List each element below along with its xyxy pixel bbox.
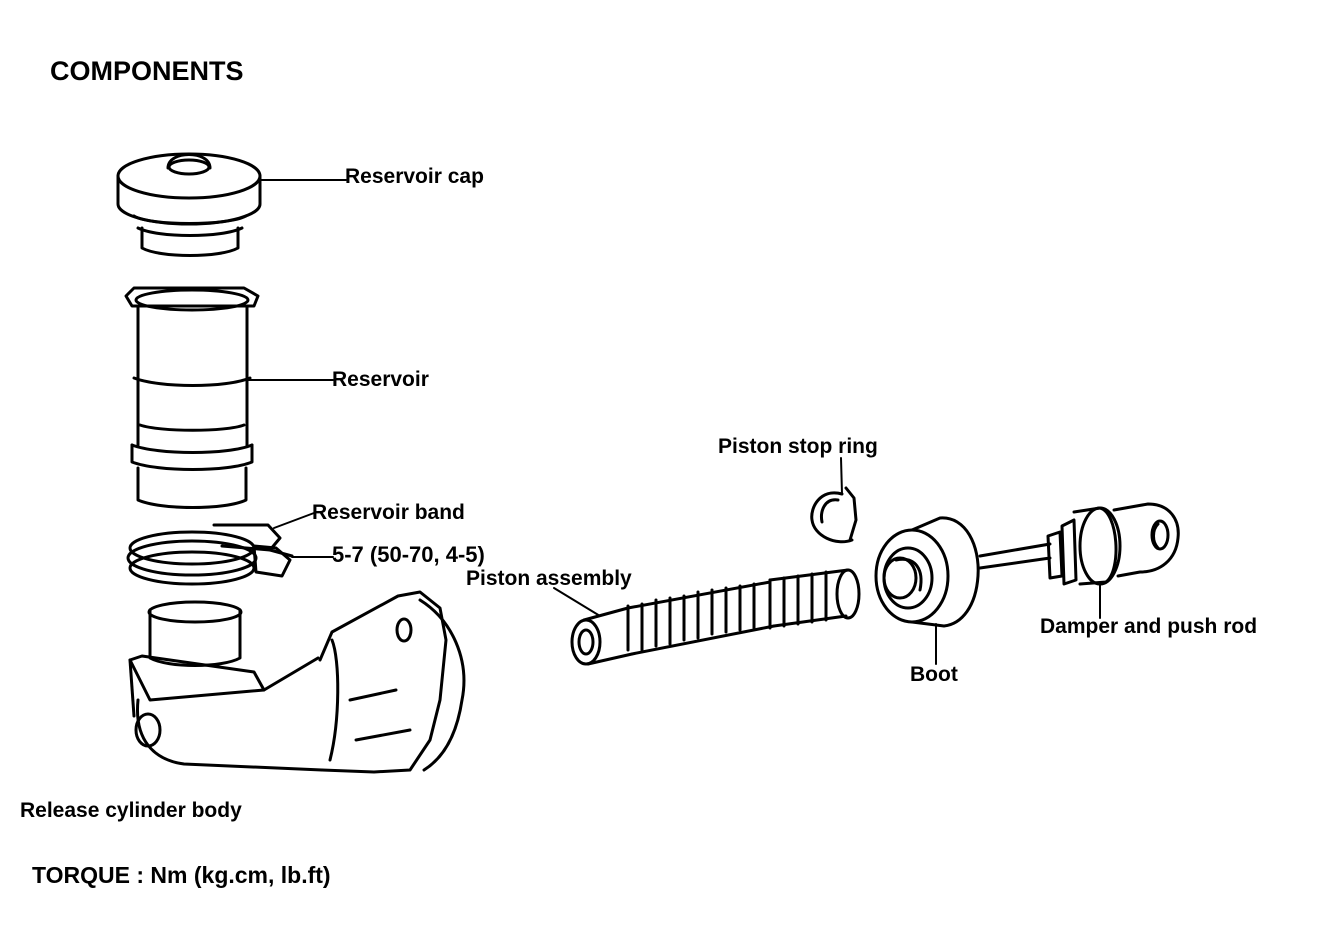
reservoir-band-leader [273,512,315,529]
piston-stop-ring-label: Piston stop ring [718,435,878,458]
reservoir-cap-drawing [116,152,262,257]
reservoir-cap-label: Reservoir cap [345,165,484,188]
reservoir-label: Reservoir [332,368,429,391]
band-torque-value: 5-7 (50-70, 4-5) [332,542,485,567]
damper-and-push-rod-label: Damper and push rod [1040,615,1258,638]
piston-assembly-drawing [570,568,861,666]
piston-stop-ring-leader [840,457,843,495]
reservoir-band-label: Reservoir band [312,501,465,524]
piston-assembly-label: Piston assembly [466,567,632,590]
release-cylinder-body-drawing [128,590,466,774]
reservoir-band-drawing [126,523,294,586]
boot-drawing [874,516,980,628]
piston-stop-ring-drawing [810,486,858,544]
damper-and-push-rod-drawing [978,502,1180,586]
reservoir-drawing [124,286,260,509]
page-title: COMPONENTS [50,56,244,86]
piston-assembly-leader [553,587,601,617]
release-cylinder-body-label: Release cylinder body [20,799,242,822]
boot-label: Boot [910,663,958,686]
torque-units-note: TORQUE : Nm (kg.cm, lb.ft) [32,862,331,888]
